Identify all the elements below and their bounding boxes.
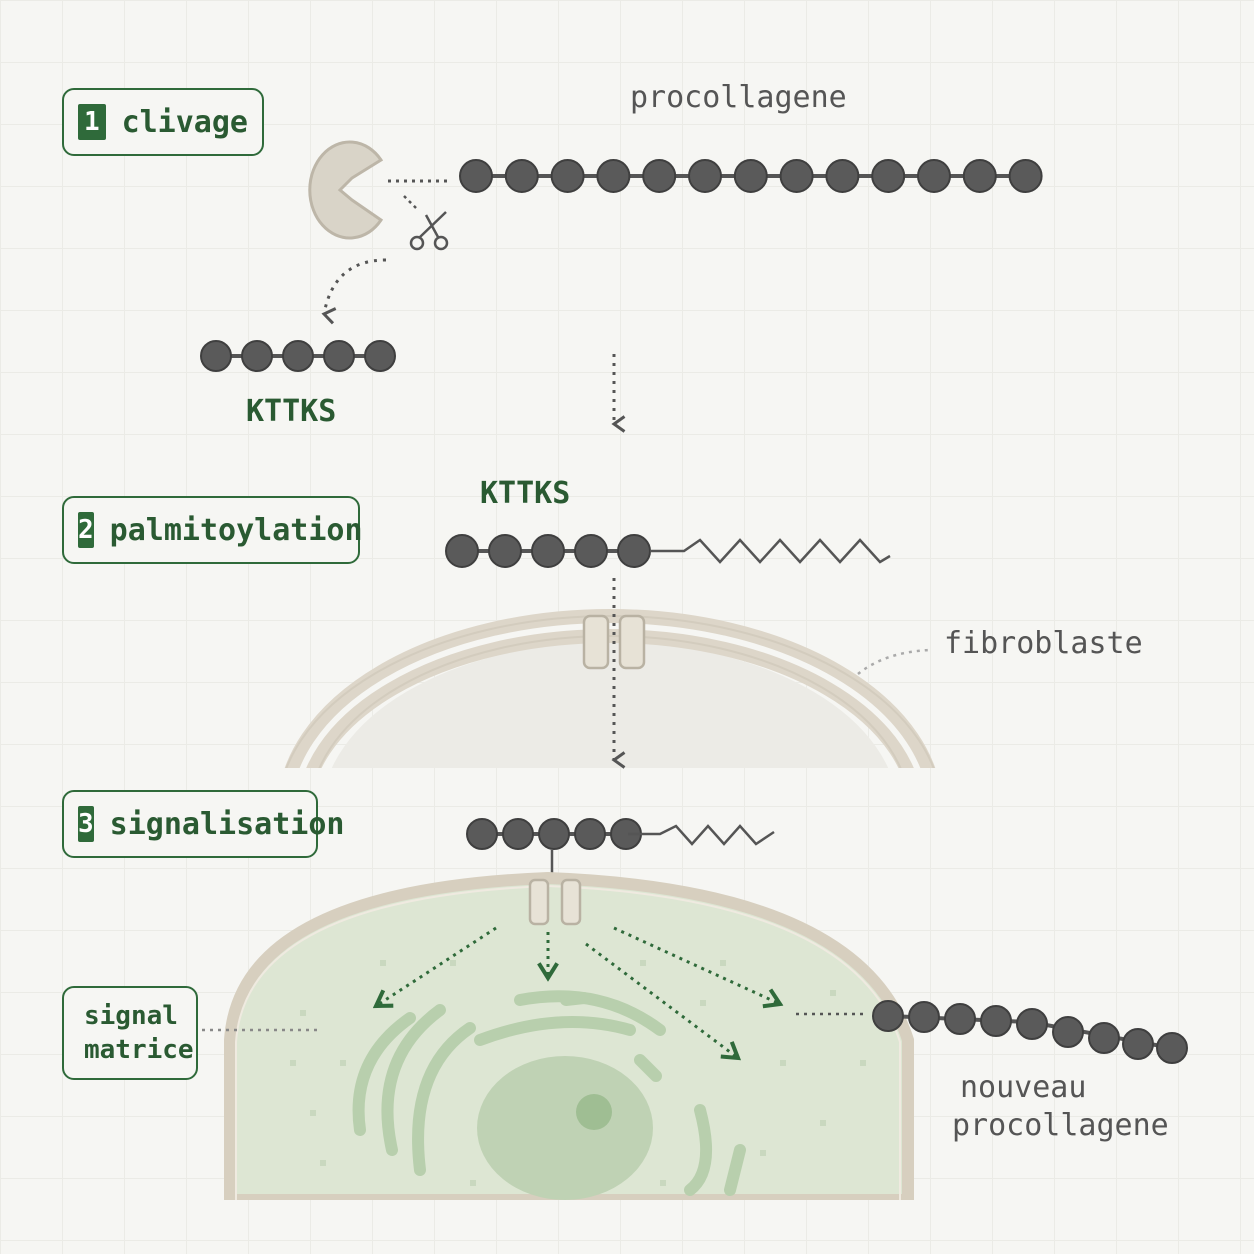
procollagen-bead-3 [596, 159, 631, 193]
procollagen-chain [459, 159, 1043, 193]
new-procollagen-bead-2 [944, 1003, 976, 1035]
cell-dot-8 [820, 1120, 826, 1126]
new-procollagen-bead-8 [1156, 1032, 1188, 1064]
palmitoyl-bead-1 [488, 534, 522, 568]
bound-bead-3 [574, 818, 606, 850]
palmitoyl-bead-0 [445, 534, 479, 568]
procollagen-bead-9 [871, 159, 906, 193]
procollagen-bead-5 [688, 159, 722, 193]
procollagen-bead-4 [642, 159, 677, 193]
procollagene-label: procollagene [630, 80, 847, 115]
cell-dot-0 [300, 1010, 306, 1016]
step-1-number: 1 [78, 104, 106, 140]
procollagen-bead-12 [1008, 159, 1043, 193]
cell-dot-10 [860, 1060, 866, 1066]
new-procollagen-bead-3 [980, 1005, 1012, 1037]
procollagen-bead-10 [917, 159, 951, 193]
new-procollagen-bead-1 [908, 1001, 940, 1033]
kttks-fragment-label: KTTKS [246, 394, 337, 429]
fragment-bead-3 [323, 340, 355, 372]
bound-bead-1 [502, 818, 534, 850]
matrice-label: matrice [84, 1035, 194, 1065]
step-3-box: 3 signalisation [62, 790, 344, 858]
palmitoyl-bead-4 [617, 534, 651, 568]
signal-matrice-box: signal matrice [62, 986, 198, 1080]
procollagen-bead-1 [504, 159, 539, 193]
cell-dot-16 [720, 960, 726, 966]
palmitoyl-bead-3 [574, 534, 608, 568]
cell-dot-6 [700, 1000, 706, 1006]
new-procollagen-chain [872, 1000, 1188, 1064]
step-2-label: palmitoylation [109, 512, 363, 548]
procollagen-bead-0 [459, 159, 493, 193]
step-1-box: 1 clivage [62, 88, 264, 156]
fibroblast-cell [224, 871, 914, 1200]
fragment-bead-2 [282, 340, 314, 372]
fragment-bead-4 [364, 340, 396, 372]
cell-dot-15 [830, 990, 836, 996]
step-3-number: 3 [78, 806, 94, 842]
step-2-box: 2 palmitoylation [62, 496, 363, 564]
new-procollagen-bead-5 [1052, 1016, 1084, 1048]
cell-dot-13 [320, 1160, 326, 1166]
kttks-fragment-chain [200, 340, 396, 372]
new-procollagen-bead-0 [872, 1000, 904, 1032]
bound-bead-0 [466, 818, 498, 850]
signal-label: signal [84, 1001, 178, 1031]
step-1-label: clivage [121, 104, 248, 140]
cell-dot-1 [340, 1060, 346, 1066]
cell-dot-11 [470, 1180, 476, 1186]
procollagen-bead-7 [779, 159, 814, 193]
cell-dot-12 [660, 1180, 666, 1186]
step-2-number: 2 [78, 512, 94, 548]
enzyme-icon [308, 140, 384, 240]
cell-dot-7 [780, 1060, 786, 1066]
new-procollagen-bead-4 [1016, 1008, 1048, 1040]
procollagen-bead-2 [550, 159, 585, 193]
nouveau-label: nouveau [960, 1070, 1087, 1105]
palmitoyl-bead-2 [531, 534, 565, 568]
bound-palmitoyl-kttks [466, 818, 775, 884]
channel-icon [582, 614, 646, 670]
cell-dot-2 [310, 1110, 316, 1116]
new-procollagen-bead-6 [1088, 1022, 1120, 1054]
fibroblast-membrane [284, 609, 936, 768]
palmitoyl-kttks [445, 534, 891, 568]
step-3-label: signalisation [109, 806, 345, 842]
cell-dot-17 [290, 1060, 296, 1066]
membrane-channel-2 [528, 878, 582, 926]
fibroblaste-label: fibroblaste [944, 626, 1143, 661]
scissors-icon [403, 195, 449, 251]
nouveau-procollagene-label: procollagene [952, 1108, 1169, 1143]
new-procollagen-bead-7 [1122, 1028, 1154, 1060]
signal-arrows [376, 926, 780, 1058]
cell-dot-3 [380, 960, 386, 966]
procollagen-bead-8 [825, 159, 860, 193]
kttks-lipid-label: KTTKS [480, 476, 571, 511]
cell-dot-4 [450, 960, 456, 966]
cell-dot-9 [760, 1150, 766, 1156]
cell-dot-5 [640, 960, 646, 966]
fragment-bead-0 [200, 340, 232, 372]
procollagen-bead-11 [962, 159, 997, 193]
bound-bead-2 [538, 818, 570, 850]
procollagen-bead-6 [733, 159, 768, 193]
fragment-bead-1 [241, 340, 273, 372]
